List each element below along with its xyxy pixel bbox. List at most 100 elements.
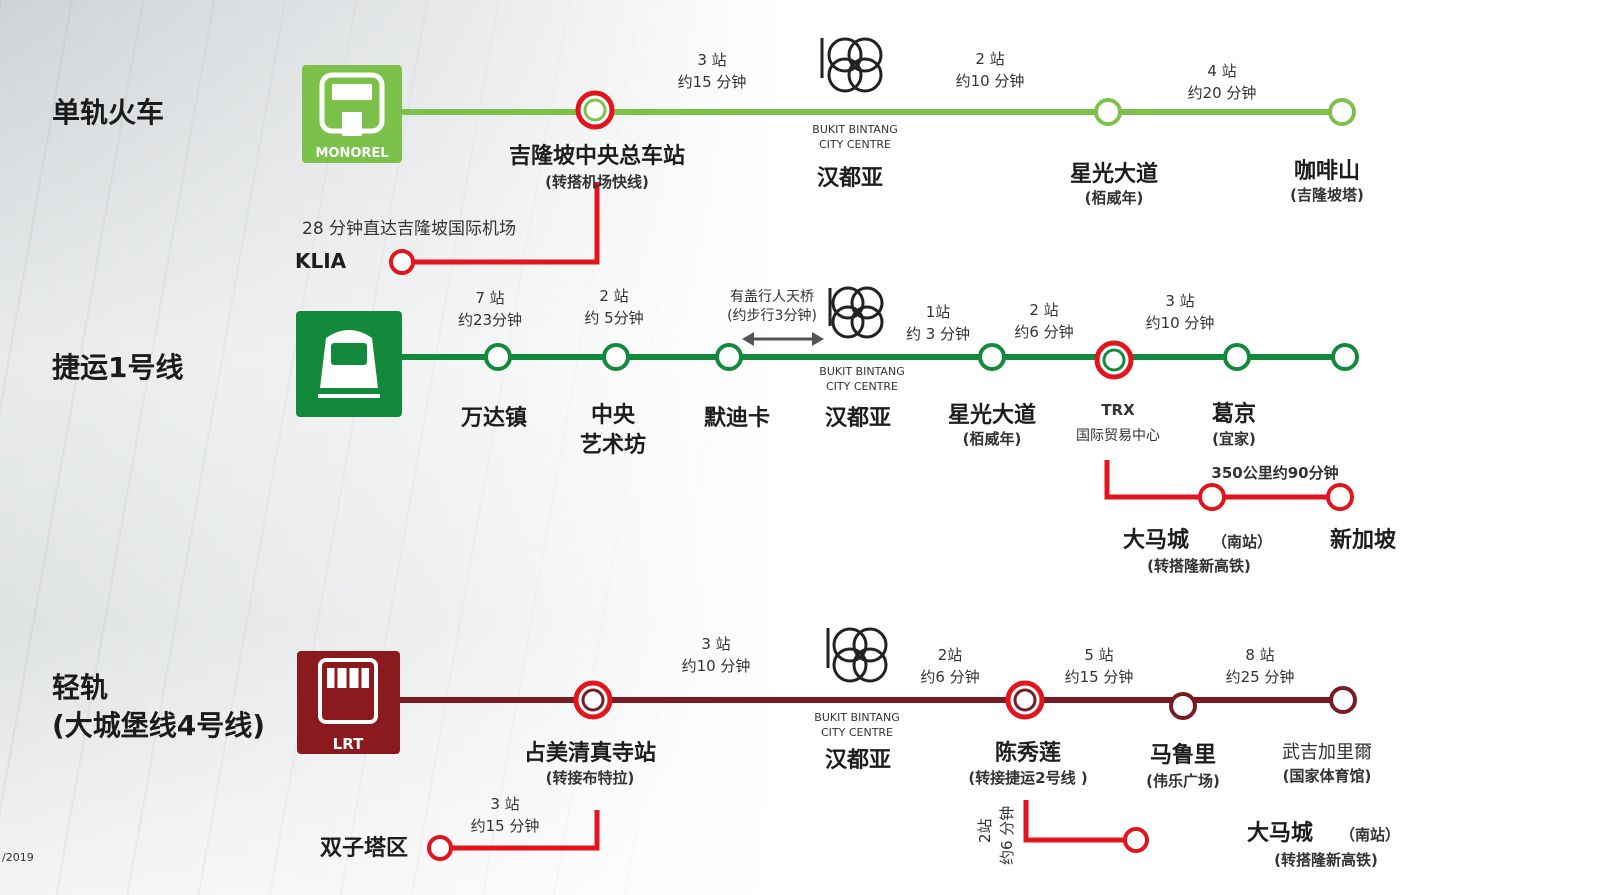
station-name-klia: KLIA xyxy=(295,249,347,273)
segment-label: 约15 分钟 xyxy=(678,73,747,91)
station-name: TRX xyxy=(1101,401,1135,419)
station-name: 默迪卡 xyxy=(704,405,770,431)
segment-label: 约15 分钟 xyxy=(471,817,540,835)
station-marker xyxy=(602,343,630,371)
station-name: 星光大道 xyxy=(948,402,1036,428)
station-marker xyxy=(1329,686,1357,714)
line-name-mrt1: 捷运1号线 xyxy=(52,351,183,384)
klia-branch-label: 28 分钟直达吉隆坡国际机场 xyxy=(302,219,516,239)
station-name: 马鲁里 xyxy=(1150,742,1216,768)
station-marker xyxy=(427,835,453,861)
segment-label: 2 站 xyxy=(975,50,1004,68)
segment-label: 约10 分钟 xyxy=(682,657,751,675)
station-marker-interchange xyxy=(575,90,615,130)
station-marker xyxy=(1223,343,1251,371)
station-name: 新加坡 xyxy=(1330,527,1396,553)
station-marker xyxy=(1123,827,1149,853)
station-sub: (栢威年) xyxy=(1085,189,1144,207)
station-name: 汉都亚 xyxy=(817,166,883,191)
station-marker xyxy=(715,343,743,371)
station-name: 汉都亚 xyxy=(825,406,891,431)
bandar-malaysia-branch-track xyxy=(1023,800,1136,843)
station-sub: (吉隆坡塔) xyxy=(1290,186,1364,204)
hsr-branch-track xyxy=(1104,460,1343,500)
segment-label: 约23分钟 xyxy=(458,311,522,329)
walkway-label: 有盖行人天桥 xyxy=(730,289,814,305)
segment-label: 约10 分钟 xyxy=(1146,314,1215,332)
segment-label: 3 站 xyxy=(697,51,726,69)
segment-label: 3 站 xyxy=(490,795,519,813)
bukit-bintang-logo xyxy=(828,286,884,339)
bukit-bintang-logo xyxy=(826,627,888,683)
station-name: 吉隆坡中央总车站 xyxy=(509,143,685,169)
monorail-logo: MONOREL xyxy=(302,65,402,163)
segment-label: 3 站 xyxy=(1165,292,1194,310)
station-name: 占美清真寺站 xyxy=(524,740,656,766)
bukit-bintang-logo xyxy=(820,37,883,93)
station-sub: (国家体育馆) xyxy=(1283,767,1372,785)
station-sub: (转接捷运2号线 ) xyxy=(968,769,1087,787)
station-name: 星光大道 xyxy=(1070,161,1158,187)
segment-label: 2 站 xyxy=(599,287,628,305)
bukit-bintang-label: CITY CENTRE xyxy=(826,380,898,393)
station-sub: (转搭机场快线) xyxy=(545,173,649,191)
station-name: 艺术坊 xyxy=(580,432,646,458)
station-sub: (伟乐广场) xyxy=(1146,772,1220,790)
segment-label: 5 站 xyxy=(1084,646,1113,664)
station-sub: (转搭隆新高铁) xyxy=(1147,557,1251,575)
station-sub: 国际贸易中心 xyxy=(1076,428,1160,444)
station-marker-klia xyxy=(389,249,415,275)
bukit-bintang-label: CITY CENTRE xyxy=(821,726,893,739)
station-marker xyxy=(1326,483,1354,511)
segment-label: 约6 分钟 xyxy=(920,668,979,686)
mrt1-logo xyxy=(296,311,402,417)
station-sub: (转接布特拉) xyxy=(546,769,635,787)
station-marker xyxy=(1094,98,1122,126)
segment-label: 约20 分钟 xyxy=(1188,84,1257,102)
double-arrow-icon xyxy=(742,332,824,346)
segment-label: 2站 xyxy=(938,646,963,664)
line-name-lrt-sub: (大城堡线4号线) xyxy=(52,709,265,742)
station-marker-interchange xyxy=(1094,340,1134,380)
segment-label: 约 3 分钟 xyxy=(906,325,970,343)
segment-label: 约15 分钟 xyxy=(1065,668,1134,686)
station-marker-interchange xyxy=(1005,680,1045,720)
station-name: 武吉加里爾 xyxy=(1282,742,1372,763)
bukit-bintang-label: BUKIT BINTANG xyxy=(819,365,904,378)
klcc-branch-track xyxy=(440,810,600,851)
segment-label: 约25 分钟 xyxy=(1226,668,1295,686)
station-name: 大马城 xyxy=(1247,820,1313,846)
station-marker-interchange xyxy=(573,680,613,720)
station-sub: (转搭隆新高铁) xyxy=(1274,851,1378,869)
segment-label: 约10 分钟 xyxy=(956,72,1025,90)
station-marker xyxy=(1198,483,1226,511)
station-name: 陈秀莲 xyxy=(995,740,1061,766)
bukit-bintang-label: BUKIT BINTANG xyxy=(812,123,897,136)
lrt-logo: LRT xyxy=(297,651,400,754)
station-marker xyxy=(1328,98,1356,126)
station-marker xyxy=(1169,692,1197,720)
segment-label: 4 站 xyxy=(1207,62,1236,80)
station-marker xyxy=(1331,343,1359,371)
segment-label: 2 站 xyxy=(1029,301,1058,319)
footnote-date: /2019 xyxy=(2,851,34,864)
station-name: 葛京 xyxy=(1211,401,1256,427)
station-paren: （南站） xyxy=(1340,826,1400,844)
segment-label: 2站 xyxy=(976,818,994,843)
station-sub: (栢威年) xyxy=(963,430,1022,448)
station-name: 汉都亚 xyxy=(825,748,891,773)
line-name-lrt: 轻轨 xyxy=(52,671,108,704)
station-paren: （南站） xyxy=(1212,533,1272,551)
walkway-label: (约步行3分钟) xyxy=(727,307,817,324)
segment-label: 3 站 xyxy=(701,635,730,653)
station-name: 咖啡山 xyxy=(1294,159,1360,184)
station-marker xyxy=(484,343,512,371)
segment-label: 8 站 xyxy=(1245,646,1274,664)
station-name: 大马城 xyxy=(1123,527,1189,553)
station-name: 中央 xyxy=(591,402,636,428)
station-name: 双子塔区 xyxy=(320,836,408,861)
hsr-branch-label: 350公里约90分钟 xyxy=(1211,464,1338,482)
segment-label: 1站 xyxy=(926,303,951,321)
station-name: 万达镇 xyxy=(460,406,527,431)
